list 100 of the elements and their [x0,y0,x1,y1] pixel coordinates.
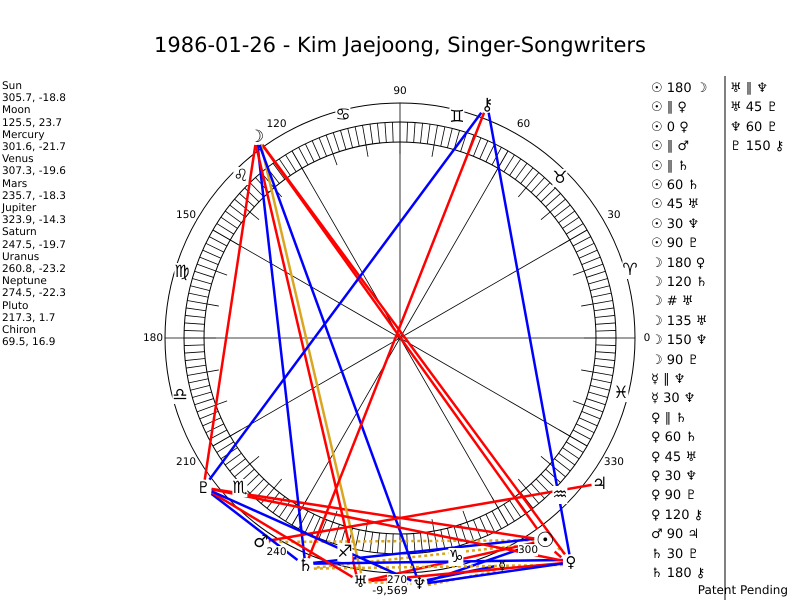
value-label: -9,569 [372,585,408,597]
aspect-entry: ☽ 90 ♇ [651,352,700,369]
aspect-entry: ♀ 60 ♄ [651,430,697,446]
degree-label: 180 [142,332,164,344]
aspect-line [313,538,534,564]
aspect-entry: ☉ ∥ ♀ [651,100,687,116]
degree-label: 240 [266,546,287,558]
planet-glyph: ⚷ [479,96,496,113]
aspect-line [204,144,257,480]
position-value: 260.8, -23.2 [2,263,66,275]
degree-label: 300 [518,544,538,556]
planet-glyph: ♂ [252,534,269,550]
aspect-line [426,565,495,582]
aspect-entry: ☉ ∥ ♂ [651,139,690,156]
aspect-entry: ♅ 45 ♇ [730,100,778,116]
degree-label: 30 [607,208,621,220]
aspect-entry: ☉ 60 ♄ [651,178,700,194]
aspect-entry: ☉ 90 ♇ [651,236,700,252]
aspect-line [426,542,535,583]
aspect-line [554,550,562,558]
aspect-line [368,580,412,586]
zodiac-glyph: ♐ [337,543,353,561]
planet-glyph: ☽ [248,128,265,145]
aspect-entry: ♅ ∥ ♆ [730,81,768,97]
planet-name: Pluto [2,300,28,312]
position-value: 274.5, -22.3 [2,287,66,300]
degree-label: 0 [644,332,650,344]
aspect-entry: ☉ ∥ ♄ [651,158,690,175]
zodiac-glyph: ♓ [613,384,629,402]
aspect-line [368,541,535,582]
aspect-line [428,570,496,586]
aspect-entry: ☉ 45 ♅ [651,197,700,214]
aspect-entry: ♂ 90 ♃ [651,527,700,544]
planet-name: Chiron [2,324,36,336]
position-value: 301.6, -21.7 [2,141,66,153]
aspect-line [211,488,534,540]
aspect-line [557,546,566,554]
aspect-line [487,112,571,555]
planet-name: Neptune [2,275,47,288]
aspect-entry: ☽ 180 ♀ [651,256,706,272]
zodiac-glyph: ♎ [172,386,188,404]
zodiac-glyph: ♒ [552,486,568,504]
aspect-line [210,491,354,578]
position-value: 235.7, -18.3 [2,190,66,202]
aspect-entry: ☽ 120 ♄ [651,275,708,291]
degree-label: 150 [176,208,196,220]
aspect-line [268,539,534,544]
planet-name: Saturn [2,226,37,238]
position-value: 69.5, 16.9 [2,336,56,348]
zodiac-glyph: ♈ [622,261,638,279]
chart-title: 1986-01-26 - Kim Jaejoong, Singer-Songwriters [153,33,647,57]
aspect-line [211,488,564,562]
aspect-entry: ♀ 90 ♇ [651,488,697,504]
aspect-entry: ☽ # ♅ [651,294,694,310]
aspect-line [208,112,482,480]
planet-glyph: ☿ [495,560,510,574]
aspect-entry: ♀ 45 ♅ [651,450,697,466]
planet-name: Mars [2,178,28,190]
position-value: 323.9, -14.3 [2,214,66,226]
zodiac-glyph: ♉ [552,169,568,187]
aspect-entry: ♄ 30 ♇ [651,546,700,563]
position-value: 217.3, 1.7 [2,312,56,324]
aspect-entry: ☿ 30 ♆ [651,391,696,408]
zodiac-glyph: ♌ [233,167,249,185]
aspect-entry: ♀ 120 ⚷ [651,508,704,524]
aspect-line [368,562,563,582]
degree-label: 120 [266,118,287,130]
degree-label: 330 [604,456,624,468]
aspect-entry: ♄ 180 ⚷ [651,566,706,582]
aspect-line [256,144,306,558]
aspect-entry: ☽ 150 ♆ [651,333,708,350]
planet-name: Jupiter [2,202,36,214]
planet-glyph: ♀ [562,554,579,570]
aspect-entry: ☉ 180 ☽ [651,81,708,97]
aspect-entry: ♆ 60 ♇ [730,120,778,136]
aspect-entry: ☿ ∥ ♆ [651,372,686,388]
aspect-entry: ☉ 30 ♆ [651,216,700,233]
planet-glyph: ♃ [592,476,608,492]
planet-glyph: ♇ [196,480,212,496]
position-value: 305.7, -18.8 [2,92,66,104]
zodiac-glyph: ♏ [232,479,248,497]
planet-glyph: ♄ [297,558,314,574]
aspect-line [314,564,563,570]
degree-label: 270 [386,574,408,586]
aspect-entry: ♀ 30 ♆ [651,469,697,485]
aspect-entry: ☉ 0 ♀ [651,120,689,136]
zodiac-glyph: ♑ [448,548,464,566]
aspect-line [307,112,486,559]
planet-name: Sun [2,80,22,92]
planet-name: Uranus [2,250,40,263]
planet-name: Moon [2,104,31,116]
aspect-line [211,490,412,582]
position-value: 247.5, -19.7 [2,238,66,251]
degree-label: 90 [393,85,407,97]
aspect-line [313,558,563,565]
zodiac-glyph: ♍ [174,263,190,281]
degree-label: 60 [516,118,530,130]
aspect-line [258,144,418,577]
aspect-line [210,492,298,562]
aspect-entry: ♇ 150 ⚷ [730,139,784,156]
